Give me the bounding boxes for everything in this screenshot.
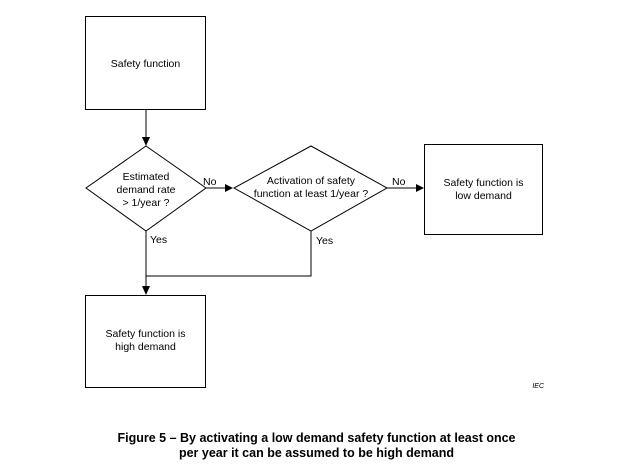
low-demand-label-line-1: Safety function is (444, 177, 524, 189)
node-safety-function: Safety function (85, 16, 206, 110)
figure-caption-line-2: per year it can be assumed to be high de… (178, 446, 455, 460)
source-tag: IEC (532, 383, 545, 390)
low-demand-label-line-2: low demand (455, 190, 512, 202)
activation-check-label-line-2: function at least 1/year ? (254, 188, 369, 200)
arrowhead-high-demand (142, 286, 150, 295)
edge-label-estimated-yes: Yes (150, 234, 167, 246)
safety-function-label: Safety function (111, 58, 181, 70)
node-estimated-demand: Estimated demand rate > 1/year ? (85, 145, 207, 232)
arrowhead-activation (225, 184, 233, 192)
edge-labels: No No Yes Yes (150, 176, 406, 247)
low-demand-box (424, 144, 543, 235)
node-low-demand: Safety function is low demand (424, 144, 543, 235)
arrowhead-low-demand (416, 184, 424, 192)
node-activation-check: Activation of safety function at least 1… (232, 145, 389, 232)
estimated-demand-label-line-3: > 1/year ? (123, 197, 170, 209)
edge-label-estimated-no: No (203, 176, 217, 188)
arrowhead-estimated (142, 137, 150, 146)
edge-label-activation-no: No (392, 176, 406, 188)
estimated-demand-label-line-2: demand rate (117, 184, 176, 196)
activation-check-label-line-1: Activation of safety (267, 175, 356, 187)
edge-label-activation-yes: Yes (316, 235, 333, 247)
estimated-demand-diamond (85, 145, 207, 232)
connector-activation-to-join (146, 231, 312, 277)
estimated-demand-label-line-1: Estimated (123, 171, 170, 183)
high-demand-box (85, 295, 206, 388)
connectors (142, 110, 424, 295)
high-demand-label-line-1: Safety function is (106, 328, 186, 340)
safety-function-box (85, 16, 206, 110)
node-high-demand: Safety function is high demand (85, 295, 206, 388)
activation-check-diamond (232, 145, 389, 232)
figure-caption-line-1: Figure 5 – By activating a low demand sa… (117, 431, 516, 445)
high-demand-label-line-2: high demand (115, 341, 176, 353)
